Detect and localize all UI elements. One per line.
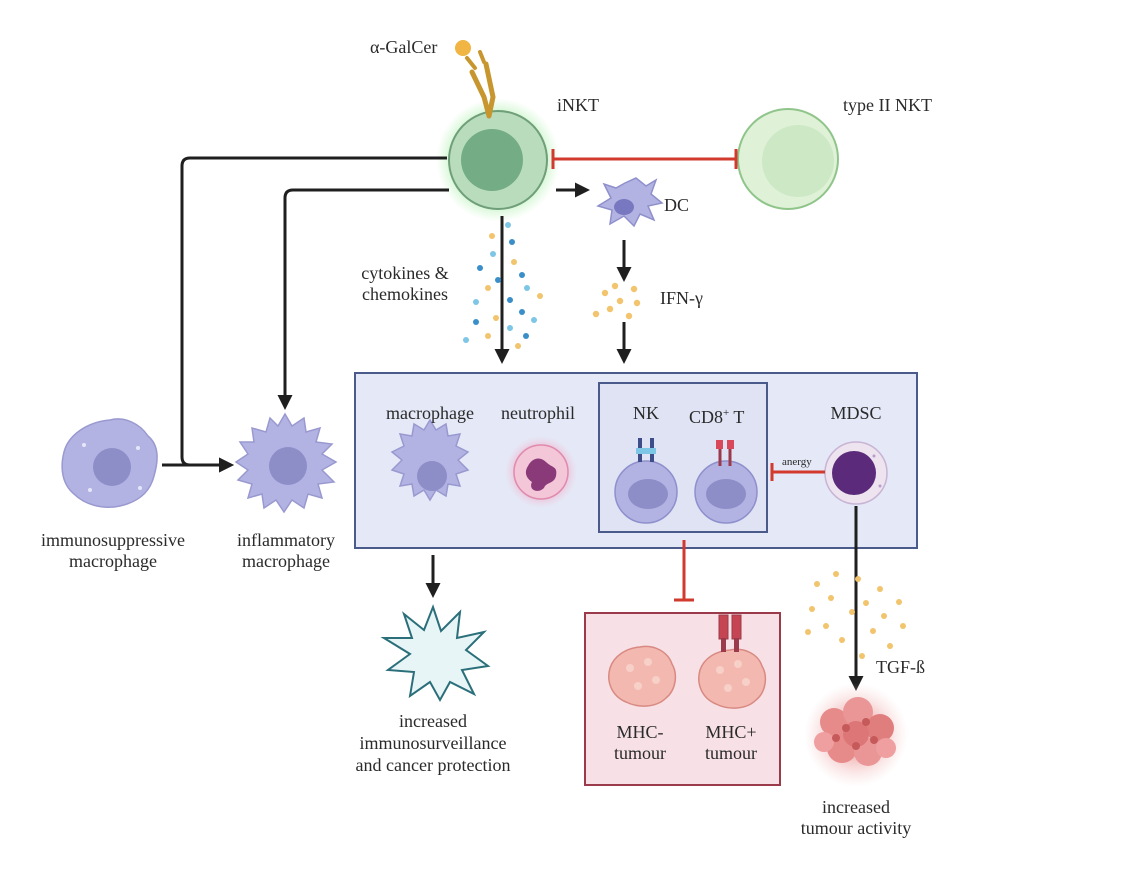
mutual-inhibition-line [551, 149, 738, 169]
cytokines-line2: chemokines [362, 284, 448, 304]
ifn-gamma-dots [592, 282, 641, 320]
immunosurveillance-starburst-icon [380, 604, 491, 703]
immunosurveillance-outcome-label: increased immunosurveillance and cancer … [333, 710, 533, 776]
nk-label: NK [633, 403, 659, 423]
inkt-label: iNKT [557, 95, 599, 115]
cd8-t-cell [694, 440, 758, 524]
tgf-beta-label: TGF-ß [876, 657, 925, 677]
tcr-receptor-icon [465, 50, 496, 119]
alpha-galcer-label: α-GalCer [370, 37, 438, 57]
outcome-line3: and cancer protection [355, 755, 511, 775]
cd8-suffix: T [729, 407, 745, 427]
tgf-beta-dots [805, 571, 906, 659]
mhc-negative-tumour-cell [608, 645, 677, 707]
anergy-inhibition-line [770, 463, 825, 481]
inkt-to-inflammatory-macrophage-arrow [277, 188, 449, 410]
cytokines-label: cytokines & chemokines [345, 263, 465, 305]
mhc-positive-line1: MHC+ [705, 722, 757, 742]
effector-to-tumour-inhibition [674, 540, 694, 602]
ifn-gamma-label: IFN-γ [660, 288, 703, 308]
inflammatory-macrophage [234, 412, 338, 514]
immunosuppressive-macrophage [61, 418, 158, 508]
inflammatory-line1: inflammatory [237, 530, 335, 550]
mhc-positive-tumour-cell [698, 614, 767, 709]
outcome-line1: increased [399, 711, 467, 731]
immunosuppressive-line2: macrophage [69, 551, 157, 571]
tumour-activity-line2: tumour activity [800, 818, 912, 838]
mhc-negative-line1: MHC- [616, 722, 664, 742]
anergy-label: anergy [782, 456, 812, 468]
mhc-positive-line2: tumour [705, 743, 757, 763]
immunosuppressive-macrophage-label: immunosuppressive macrophage [20, 530, 206, 572]
cd8-label: CD8+ T [689, 403, 744, 428]
inkt-cell [436, 98, 560, 222]
nk-cell [614, 438, 678, 524]
mdsc-label: MDSC [830, 403, 882, 423]
cytokines-line1: cytokines & [361, 263, 449, 283]
dc-label: DC [664, 195, 690, 215]
type2-nkt-label: type II NKT [843, 95, 932, 115]
panel-macrophage-label: macrophage [386, 403, 474, 423]
tumour-activity-line1: increased [822, 797, 890, 817]
dendritic-cell [596, 177, 664, 228]
type2-nkt-cell [737, 108, 839, 210]
neutrophil-label: neutrophil [501, 403, 575, 423]
neutrophil-cell [505, 436, 577, 508]
mhc-positive-label: MHC+ tumour [694, 722, 768, 764]
cd8-prefix: CD8 [689, 407, 724, 427]
outcome-line2: immunosurveillance [359, 733, 507, 753]
cytokine-dots [463, 222, 543, 349]
inflammatory-macrophage-label: inflammatory macrophage [225, 530, 347, 572]
tumour-mass [804, 683, 908, 787]
panel-macrophage [390, 418, 470, 502]
tumour-activity-label: increased tumour activity [786, 797, 926, 839]
inflammatory-line2: macrophage [242, 551, 330, 571]
mhc-negative-label: MHC- tumour [605, 722, 675, 764]
cd8-superscript: + [723, 407, 730, 419]
alpha-galcer-icon [455, 40, 471, 56]
mhc-negative-line2: tumour [614, 743, 666, 763]
immunosuppressive-line1: immunosuppressive [41, 530, 185, 550]
mdsc-cell [824, 441, 888, 505]
